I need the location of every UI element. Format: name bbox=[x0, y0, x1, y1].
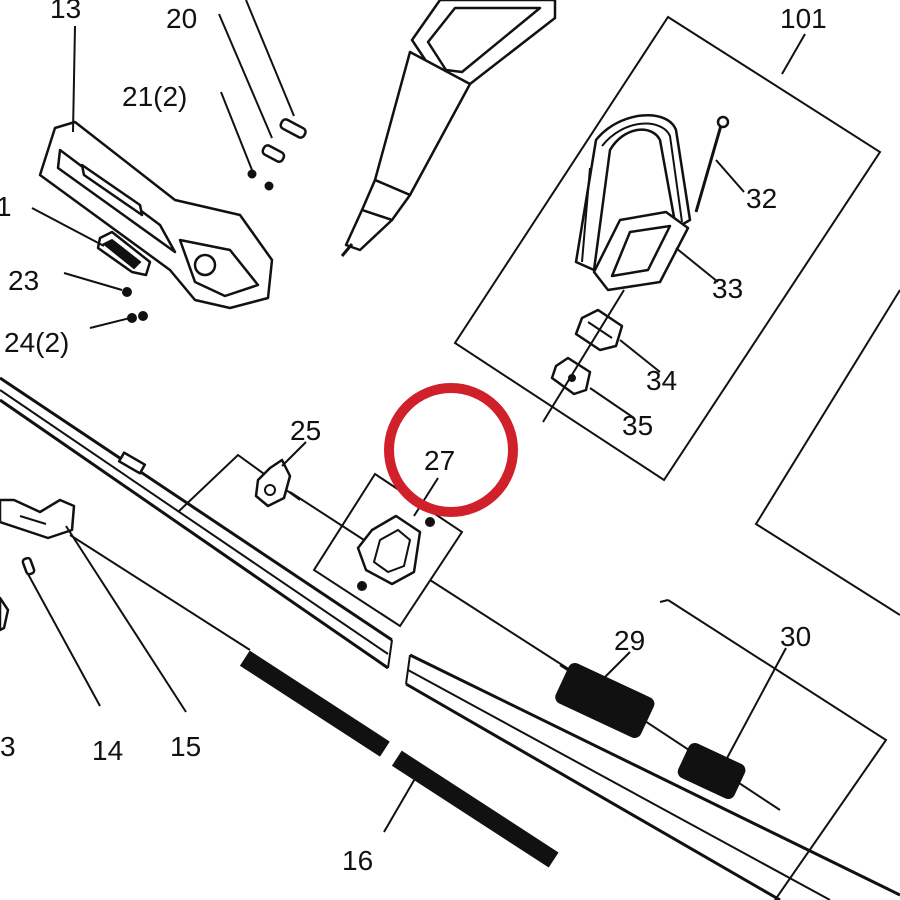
label-15: 15 bbox=[170, 731, 201, 762]
part-14-pin bbox=[21, 556, 36, 576]
label-34: 34 bbox=[646, 365, 677, 396]
part-29-grip bbox=[555, 662, 655, 738]
part-33-loop-handle bbox=[574, 114, 692, 292]
part-13-handle-housing bbox=[38, 120, 274, 310]
label-20: 20 bbox=[166, 3, 197, 34]
part-15-clamp bbox=[0, 498, 76, 540]
label-30: 30 bbox=[780, 621, 811, 652]
label-3: 3 bbox=[0, 731, 16, 762]
label-33: 33 bbox=[712, 273, 743, 304]
part-20-pin bbox=[279, 118, 307, 139]
label-21: 21(2) bbox=[122, 81, 187, 112]
main-shaft bbox=[0, 376, 900, 900]
highlight-circle bbox=[384, 383, 518, 517]
label-14: 14 bbox=[92, 735, 123, 766]
label-13: 13 bbox=[50, 0, 81, 24]
part-23-screw bbox=[122, 287, 132, 297]
part-labels: 13 20 21(2) 101 32 33 34 35 1 23 24(2) 2… bbox=[0, 0, 827, 876]
part-3-fragment bbox=[0, 596, 10, 632]
assembly-box-29-30 bbox=[667, 599, 888, 900]
label-29: 29 bbox=[614, 625, 645, 656]
label-25: 25 bbox=[290, 415, 321, 446]
label-23: 23 bbox=[8, 265, 39, 296]
part-1-switch bbox=[96, 230, 152, 277]
label-24: 24(2) bbox=[4, 327, 69, 358]
part-21-screw-a bbox=[247, 169, 257, 179]
part-21-screw-b bbox=[264, 181, 274, 191]
part-32-screw bbox=[694, 115, 730, 213]
label-35: 35 bbox=[622, 410, 653, 441]
label-16: 16 bbox=[342, 845, 373, 876]
part-small-clip bbox=[117, 451, 147, 475]
label-32: 32 bbox=[746, 183, 777, 214]
upper-handle bbox=[340, 0, 557, 257]
part-16-sleeve-lower bbox=[391, 750, 559, 868]
assembly-box-right bbox=[754, 289, 900, 616]
part-16-sleeve-upper bbox=[239, 650, 390, 757]
leader-lines bbox=[27, 0, 806, 833]
assembly-box-101 bbox=[453, 15, 882, 482]
part-27-bracket bbox=[356, 514, 435, 591]
label-1: 1 bbox=[0, 191, 12, 222]
part-24-nut-b bbox=[138, 311, 148, 321]
label-27: 27 bbox=[424, 445, 455, 476]
part-20-pin-b bbox=[261, 144, 286, 163]
part-30-grip bbox=[677, 742, 746, 800]
label-101: 101 bbox=[780, 3, 827, 34]
part-25-bracket bbox=[254, 458, 292, 508]
